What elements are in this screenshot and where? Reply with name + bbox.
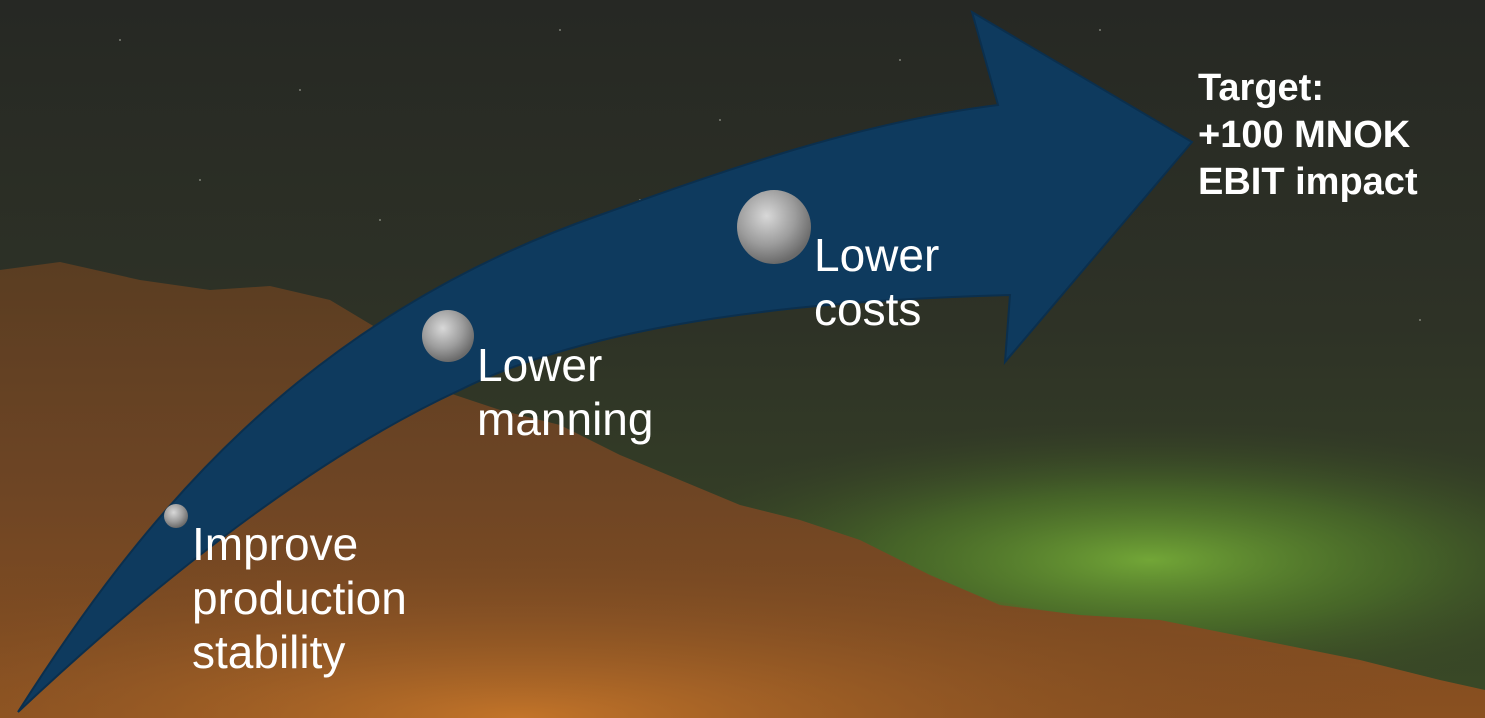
step-2-label: Lower manning — [477, 339, 654, 445]
step-2-grey-sphere-icon — [422, 310, 474, 362]
target-callout: Target: +100 MNOK EBIT impact — [1198, 67, 1418, 203]
mountain-glow — [0, 420, 1485, 718]
step-3-label: Lower costs — [814, 229, 940, 335]
curved-arrow-icon — [17, 9, 1194, 713]
step-1-label: Improve production stability — [192, 518, 407, 678]
step-3-grey-sphere-icon — [737, 190, 811, 264]
step-1-grey-sphere-icon — [164, 504, 188, 528]
